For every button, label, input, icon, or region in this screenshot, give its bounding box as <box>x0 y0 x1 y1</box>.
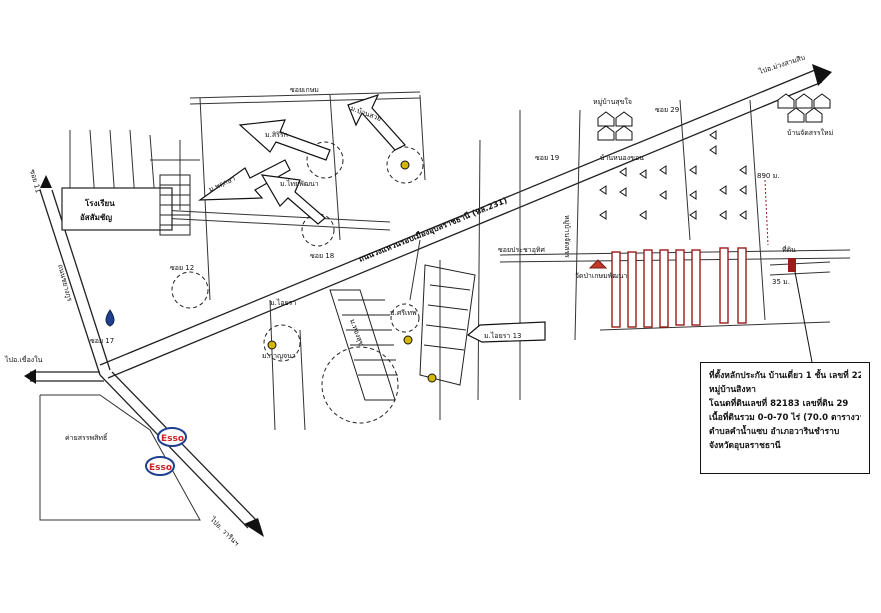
info-line-1: ที่ตั้งหลักประกัน บ้านเดี่ยว 1 ชั้น เลขท… <box>709 371 861 381</box>
arrow-north-icon <box>40 175 52 188</box>
info-line-5: ตำบลคำน้ำแซบ อำเภอวารินชำราบ <box>709 427 840 437</box>
house-icon <box>597 125 615 141</box>
property-info-box: ที่ตั้งหลักประกัน บ้านเดี่ยว 1 ชั้น เลขท… <box>700 362 870 474</box>
soi-18-label: ซอย 18 <box>310 252 334 260</box>
arrow-south-east-icon <box>244 518 264 537</box>
house-icon <box>615 111 633 127</box>
distance-line <box>764 179 769 246</box>
land-plots <box>611 247 796 328</box>
arrow-west-icon <box>24 369 36 384</box>
moo-ban-7-label: ม.ไอยรา <box>270 298 296 307</box>
small-markers <box>599 130 747 220</box>
house-icon <box>777 93 795 109</box>
highway-231 <box>99 64 832 379</box>
info-line-4: เนื้อที่ดินรวม 0-0-70 ไร่ (70.0 ตารางวา) <box>709 413 861 423</box>
housing-a-label: หมู่บ้านจัดสรร <box>563 215 571 258</box>
esso-label: Esso <box>161 434 184 444</box>
soi-11-label: ซอย 11 <box>28 168 42 193</box>
pointer-arrow-icon <box>466 321 546 343</box>
info-line-3: โฉนดที่ดินเลขที่ 82183 เลขที่ดิน 29 <box>709 399 849 409</box>
arrow-north-east-icon <box>812 64 832 86</box>
house-icon <box>805 107 823 123</box>
pointer-arrow-icon <box>238 119 331 161</box>
target-plot <box>788 258 796 272</box>
soi-kasem-label: ซอยเกษม <box>290 86 319 94</box>
pointer-arrow-icon <box>260 174 326 225</box>
distance-35-label: 35 ม. <box>772 278 790 286</box>
temple-icon <box>588 259 608 269</box>
soi-prachauthit-label: ซอยประชาอุทิศ <box>498 246 546 254</box>
ban-nong-khon-label: บ้านหนองขอน <box>600 154 644 162</box>
house-icon <box>615 125 633 141</box>
esso-label: Esso <box>149 463 172 473</box>
location-markers <box>267 160 437 383</box>
house-icon <box>813 93 831 109</box>
info-line-6: จังหวัดอุบลราชธานี <box>709 441 781 451</box>
house-icon <box>795 93 813 109</box>
pointer-arrows <box>198 93 546 343</box>
school-block: โรงเรียน อัสสัมชัญ <box>61 187 173 231</box>
road-to-warin <box>99 371 264 537</box>
temple-label: วัดป่าเกษมพัฒนา <box>575 272 627 280</box>
housing-estate-blocks <box>159 174 476 401</box>
housing-c-label: หมู่บ้านสุขใจ <box>593 97 632 106</box>
main-road-label: ถนนชยางกูร <box>56 263 74 302</box>
water-drop-icon <box>105 309 115 327</box>
pointer-arrow-icon <box>347 93 406 151</box>
house-icon <box>787 107 805 123</box>
camp-area <box>39 394 201 521</box>
to-muang-samsip-label: ไปอ.ม่วงสามสิบ <box>757 53 806 77</box>
distance-890-label: 890 ม. <box>757 172 779 180</box>
housing-b-label: บ้านจัดสรรใหม่ <box>787 128 833 137</box>
dashed-circles <box>171 141 424 424</box>
moo-ban-8-label: ม.ศรีเทพ <box>390 309 417 317</box>
to-warin-label: ไปอ. วารินฯ <box>208 514 241 547</box>
soi-29-label: ซอย 29 <box>655 106 679 114</box>
info-line-2: หมู่บ้านสิงหา <box>709 385 756 395</box>
moo-ban-1-label: ม.สิริรัก <box>265 131 288 139</box>
soi-19-label: ซอย 19 <box>535 154 559 162</box>
moo-ban-5-label: ม.ทองสุข <box>348 318 365 347</box>
moo-ban-4-label: ม.กาญจนา <box>262 352 296 360</box>
house-icon <box>597 111 615 127</box>
house-icons <box>597 93 831 141</box>
plot-label: ที่ดิน <box>782 245 796 254</box>
school2-label: อัสสัมชัญ <box>80 213 112 223</box>
esso-sign: Esso <box>157 427 187 447</box>
road-to-kheuang-nai <box>24 369 104 384</box>
moo-ban-3-label: ม.ไทยพัฒนา <box>280 179 319 188</box>
camp-label: ค่ายสรรพสิทธิ์ <box>65 432 109 442</box>
moo-ban-9-label: ม.ไอยรา 13 <box>484 331 522 340</box>
soi-17-label: ซอย 17 <box>90 337 114 345</box>
soi-12-label: ซอย 12 <box>170 264 194 272</box>
school-label: โรงเรียน <box>84 198 115 208</box>
leader-line <box>794 271 813 363</box>
esso-sign: Esso <box>145 456 175 476</box>
to-kheuang-nai-label: ไปอ.เขื่องใน <box>4 355 43 364</box>
pointer-arrow-icon <box>198 159 291 201</box>
